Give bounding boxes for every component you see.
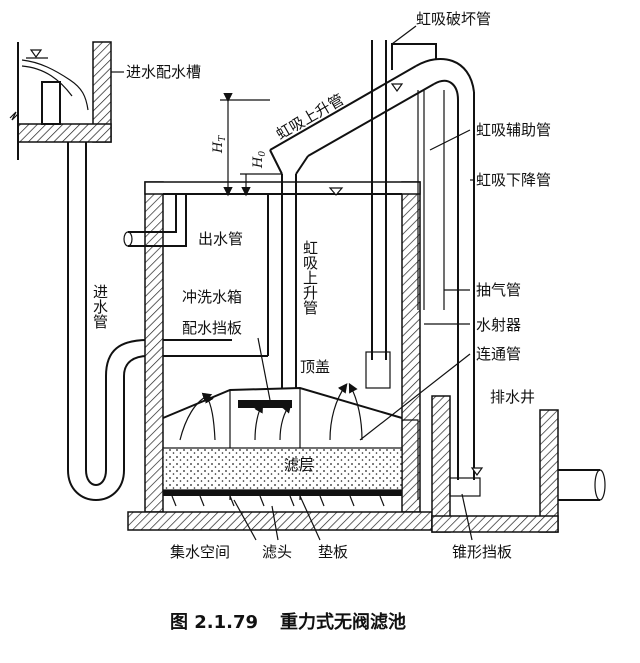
label-collection-space: 集水空间	[170, 543, 230, 561]
filter-layer	[162, 447, 403, 491]
filter-heads	[171, 495, 385, 507]
siphon-aux-pipe	[417, 90, 445, 310]
label-inlet-pipe: 进水管	[91, 284, 109, 329]
h-0-label: H0	[251, 151, 268, 169]
label-outlet-pipe: 出水管	[198, 230, 243, 248]
label-backwash-tank: 冲洗水箱	[182, 288, 242, 306]
drain-well	[431, 395, 606, 533]
leader-lines	[111, 25, 474, 541]
support-plate	[163, 490, 402, 496]
connecting-pipe	[402, 419, 419, 500]
label-distribution-baffle: 配水挡板	[182, 319, 242, 337]
label-drain-well: 排水井	[490, 388, 535, 406]
label-siphon-aux-pipe: 虹吸辅助管	[476, 121, 551, 139]
siphon-downcomer	[457, 92, 475, 480]
label-water-ejector: 水射器	[476, 316, 521, 334]
label-siphon-break-pipe: 虹吸破坏管	[416, 10, 491, 28]
inlet-distribution-tank	[9, 41, 112, 160]
label-siphon-riser: 虹吸上升管	[273, 90, 347, 143]
siphon-riser	[269, 58, 475, 388]
label-siphon-riser-vertical: 虹吸上升管	[301, 240, 319, 315]
figure-number: 图 2.1.79	[170, 612, 258, 633]
distribution-baffle	[238, 400, 292, 408]
label-filter-head: 滤头	[262, 543, 292, 561]
filter-tank	[127, 181, 433, 531]
label-top-cover: 顶盖	[300, 358, 330, 376]
h-t-label: HT	[211, 135, 228, 154]
label-inlet-distribution-tank: 进水配水槽	[126, 63, 201, 81]
figure-title: 重力式无阀滤池	[280, 611, 406, 633]
label-connecting-pipe: 连通管	[476, 345, 521, 363]
figure-caption: 图 2.1.79 重力式无阀滤池	[170, 611, 406, 633]
siphon-break-pipe	[365, 40, 437, 389]
height-dimensions	[220, 92, 282, 197]
flow-arrows	[179, 382, 363, 441]
label-filter-layer: 滤层	[284, 456, 314, 474]
outlet-pipe	[123, 194, 187, 247]
label-cone-baffle: 锥形挡板	[452, 543, 512, 561]
inlet-pipe	[67, 142, 232, 501]
label-siphon-downcomer: 虹吸下降管	[476, 171, 551, 189]
label-support-plate: 垫板	[318, 543, 348, 561]
label-exhaust-pipe: 抽气管	[476, 281, 521, 299]
